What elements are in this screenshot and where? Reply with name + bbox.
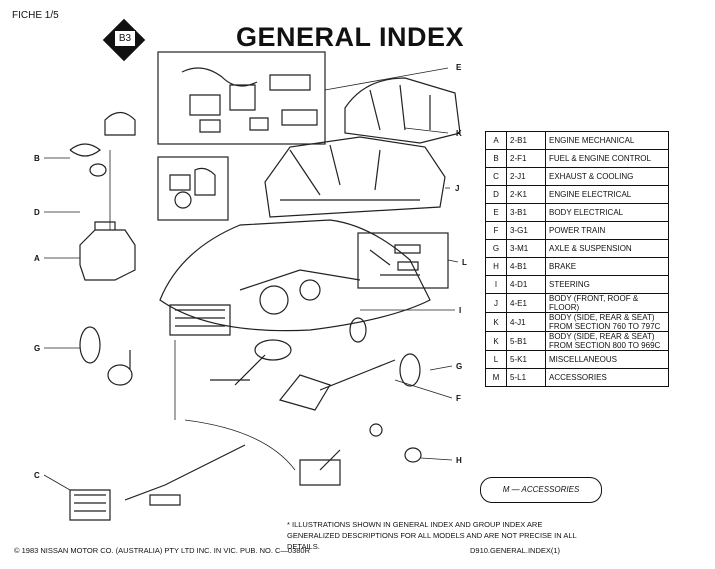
- index-description: AXLE & SUSPENSION: [545, 239, 669, 258]
- index-code: 2-K1: [506, 185, 546, 204]
- index-description: ENGINE MECHANICAL: [545, 131, 669, 150]
- index-code: 4-D1: [506, 275, 546, 294]
- index-letter: B: [485, 149, 507, 168]
- index-code: 3-G1: [506, 221, 546, 240]
- index-description: BODY (SIDE, REAR & SEAT) FROM SECTION 80…: [545, 331, 669, 351]
- callout-g-left: G: [34, 344, 41, 353]
- index-description: BODY (FRONT, ROOF & FLOOR): [545, 293, 669, 313]
- callout-h: H: [456, 456, 462, 465]
- index-description: ENGINE ELECTRICAL: [545, 185, 669, 204]
- callout-e: E: [456, 63, 462, 72]
- index-description: FUEL & ENGINE CONTROL: [545, 149, 669, 168]
- engine-electrical-box: [157, 156, 229, 221]
- index-letter: I: [485, 275, 507, 294]
- index-description: BODY ELECTRICAL: [545, 203, 669, 222]
- index-letter: E: [485, 203, 507, 222]
- index-letter: G: [485, 239, 507, 258]
- index-description: BODY (SIDE, REAR & SEAT) FROM SECTION 76…: [545, 312, 669, 332]
- index-code: 3-B1: [506, 203, 546, 222]
- index-letter: C: [485, 167, 507, 186]
- fiche-label: FICHE 1/5: [12, 10, 59, 21]
- index-description: STEERING: [545, 275, 669, 294]
- index-letter: K: [485, 312, 507, 332]
- section-badge: B3: [100, 16, 148, 64]
- index-description: ACCESSORIES: [545, 368, 669, 387]
- callout-d: D: [34, 208, 40, 217]
- document-id: D910.GENERAL.INDEX(1): [470, 546, 561, 555]
- index-letter: F: [485, 221, 507, 240]
- index-description: MISCELLANEOUS: [545, 350, 669, 369]
- index-code: 2-F1: [506, 149, 546, 168]
- index-code: 4-E1: [506, 293, 546, 313]
- index-letter: J: [485, 293, 507, 313]
- callout-k: K: [456, 129, 462, 138]
- index-code: 4-B1: [506, 257, 546, 276]
- index-code: 5-B1: [506, 331, 546, 351]
- index-letter: D: [485, 185, 507, 204]
- copyright-footer: © 1983 NISSAN MOTOR CO. (AUSTRALIA) PTY …: [14, 546, 311, 555]
- index-code: 5-L1: [506, 368, 546, 387]
- index-description: BRAKE: [545, 257, 669, 276]
- accessories-label: M — ACCESSORIES: [480, 477, 602, 503]
- index-description: EXHAUST & COOLING: [545, 167, 669, 186]
- callout-l: L: [462, 258, 467, 267]
- index-letter: A: [485, 131, 507, 150]
- index-code: 2-B1: [506, 131, 546, 150]
- callout-f: F: [456, 394, 461, 403]
- electrical-parts-box: [157, 51, 326, 145]
- callout-b: B: [34, 154, 40, 163]
- illustration-note: * ILLUSTRATIONS SHOWN IN GENERAL INDEX A…: [287, 520, 577, 551]
- index-letter: L: [485, 350, 507, 369]
- index-code: 5-K1: [506, 350, 546, 369]
- index-letter: H: [485, 257, 507, 276]
- index-code: 2-J1: [506, 167, 546, 186]
- page-title: GENERAL INDEX: [236, 22, 465, 52]
- index-code: 4-J1: [506, 312, 546, 332]
- index-code: 3-M1: [506, 239, 546, 258]
- callout-c: C: [34, 471, 40, 480]
- index-letter: M: [485, 368, 507, 387]
- misc-parts-box: [357, 232, 449, 289]
- index-letter: K: [485, 331, 507, 351]
- callout-i: I: [459, 306, 462, 315]
- badge-label: B3: [114, 30, 136, 47]
- callout-a: A: [34, 254, 40, 263]
- callout-j: J: [455, 184, 460, 193]
- index-description: POWER TRAIN: [545, 221, 669, 240]
- callout-g-right: G: [456, 362, 463, 371]
